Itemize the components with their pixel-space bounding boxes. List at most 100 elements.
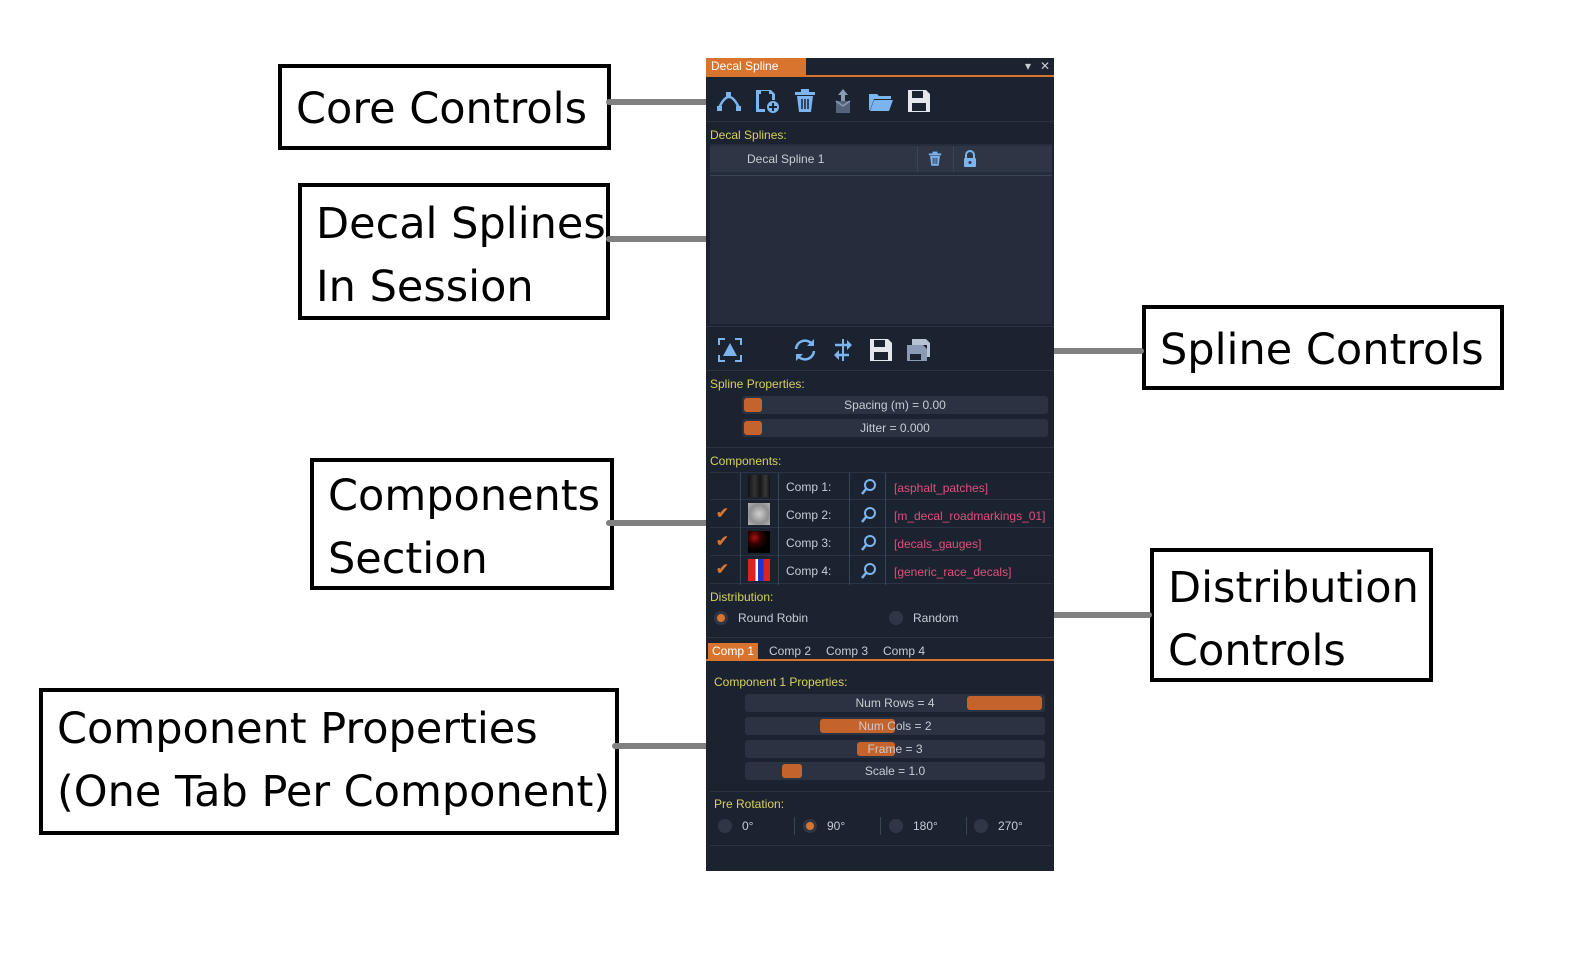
material-name[interactable]: [asphalt_patches]: [894, 481, 989, 495]
slider-knob[interactable]: [857, 742, 895, 756]
checkbox[interactable]: ✔: [716, 505, 729, 522]
num-rows-label: Num Rows = 4: [855, 696, 935, 710]
panel-title-tab[interactable]: Decal Spline: [706, 58, 806, 75]
spacing-label: Spacing (m) = 0.00: [844, 398, 946, 412]
save-icon[interactable]: [904, 86, 934, 116]
refresh-icon[interactable]: [790, 335, 820, 365]
slider-knob[interactable]: [967, 696, 1042, 710]
slider-knob[interactable]: [820, 719, 895, 733]
material-name[interactable]: [m_decal_roadmarkings_01]: [894, 509, 1046, 523]
callout-text: Distribution: [1168, 563, 1419, 613]
slider-knob[interactable]: [744, 398, 762, 412]
leader-line: [606, 520, 710, 526]
divider: [880, 817, 881, 835]
radio-round-robin[interactable]: [714, 611, 728, 625]
rotation-0-label[interactable]: 0°: [742, 819, 754, 833]
material-name[interactable]: [generic_race_decals]: [894, 565, 1012, 579]
checkbox[interactable]: ✔: [716, 533, 729, 550]
radio-rotation-180[interactable]: [889, 819, 903, 833]
focus-icon[interactable]: [715, 335, 745, 365]
divider: [794, 817, 795, 835]
radio-rotation-0[interactable]: [718, 819, 732, 833]
radio-random[interactable]: [889, 611, 903, 625]
round-robin-label[interactable]: Round Robin: [738, 611, 809, 625]
close-icon[interactable]: ✕: [1039, 59, 1051, 73]
rotation-270-label[interactable]: 270°: [998, 819, 1023, 833]
callout-text: Section: [328, 534, 488, 584]
save-add-icon[interactable]: [752, 86, 782, 116]
comp-label: Comp 2:: [786, 508, 832, 522]
divider: [885, 473, 886, 585]
spacing-slider[interactable]: Spacing (m) = 0.00: [742, 396, 1048, 414]
table-row: Comp 1: [asphalt_patches]: [710, 473, 1052, 500]
jitter-slider[interactable]: Jitter = 0.000: [742, 419, 1048, 437]
callout-core-controls: Core Controls: [278, 64, 611, 150]
divider: [706, 121, 1054, 122]
material-name[interactable]: [decals_gauges]: [894, 537, 982, 551]
divider: [710, 175, 1052, 176]
jitter-label: Jitter = 0.000: [860, 421, 930, 435]
pre-rotation-label: Pre Rotation:: [714, 797, 785, 811]
spline-list: [710, 144, 1052, 324]
rotation-90-label[interactable]: 90°: [827, 819, 846, 833]
checkbox[interactable]: ✔: [716, 561, 729, 578]
frame-slider[interactable]: Frame = 3: [745, 740, 1045, 758]
divider: [706, 326, 1054, 327]
callout-text: Core Controls: [296, 84, 588, 134]
comp-label: Comp 3:: [786, 536, 832, 550]
comp-label: Comp 4:: [786, 564, 832, 578]
random-label[interactable]: Random: [913, 611, 959, 625]
tab-comp-4[interactable]: Comp 4: [879, 643, 930, 661]
divider: [953, 146, 954, 172]
divider: [849, 473, 850, 585]
decal-spline-panel: Decal Spline ▾ ✕ Decal Splines: Decal Sp…: [706, 58, 1054, 871]
search-icon[interactable]: [860, 562, 878, 583]
divider: [966, 817, 967, 835]
export-icon[interactable]: [828, 86, 858, 116]
save-as-icon[interactable]: [904, 335, 934, 365]
divider: [706, 637, 1054, 638]
divider: [740, 473, 741, 585]
thumbnail-race-decals: [748, 559, 770, 581]
dropdown-icon[interactable]: ▾: [1024, 59, 1032, 73]
new-spline-icon[interactable]: [714, 86, 744, 116]
leader-line: [606, 99, 710, 105]
decal-splines-label: Decal Splines:: [710, 128, 787, 142]
swap-icon[interactable]: [828, 335, 858, 365]
callout-text: Component Properties: [57, 704, 538, 754]
thumbnail-gauges: [748, 531, 770, 553]
slider-knob[interactable]: [744, 421, 762, 435]
num-cols-slider[interactable]: Num Cols = 2: [745, 717, 1045, 735]
divider: [917, 146, 918, 172]
callout-text: In Session: [316, 262, 534, 312]
table-row: ✔ Comp 4: [generic_race_decals]: [710, 557, 1052, 584]
callout-component-properties: Component Properties (One Tab Per Compon…: [39, 688, 619, 835]
callout-text: Spline Controls: [1160, 325, 1484, 375]
callout-components: Components Section: [310, 458, 614, 590]
num-rows-slider[interactable]: Num Rows = 4: [745, 694, 1045, 712]
leader-line: [606, 236, 710, 242]
callout-text: Decal Splines: [316, 199, 606, 249]
divider: [710, 845, 1052, 846]
tab-underline: [706, 659, 1054, 661]
component-properties-label: Component 1 Properties:: [714, 675, 848, 689]
delete-icon[interactable]: [790, 86, 820, 116]
list-item[interactable]: Decal Spline 1: [710, 146, 1052, 172]
tab-comp-1[interactable]: Comp 1: [708, 643, 759, 660]
divider: [706, 447, 1054, 448]
search-icon[interactable]: [860, 534, 878, 555]
callout-text: Components: [328, 471, 601, 521]
search-icon[interactable]: [860, 478, 878, 499]
search-icon[interactable]: [860, 506, 878, 527]
open-folder-icon[interactable]: [866, 86, 896, 116]
delete-icon[interactable]: [927, 151, 943, 170]
scale-slider[interactable]: Scale = 1.0: [745, 762, 1045, 780]
rotation-180-label[interactable]: 180°: [913, 819, 938, 833]
comp-label: Comp 1:: [786, 480, 832, 494]
frame-label: Frame = 3: [867, 742, 923, 756]
lock-icon[interactable]: [962, 150, 978, 171]
radio-rotation-90[interactable]: [803, 819, 817, 833]
radio-rotation-270[interactable]: [974, 819, 988, 833]
save-icon[interactable]: [866, 335, 896, 365]
slider-knob[interactable]: [782, 764, 802, 778]
